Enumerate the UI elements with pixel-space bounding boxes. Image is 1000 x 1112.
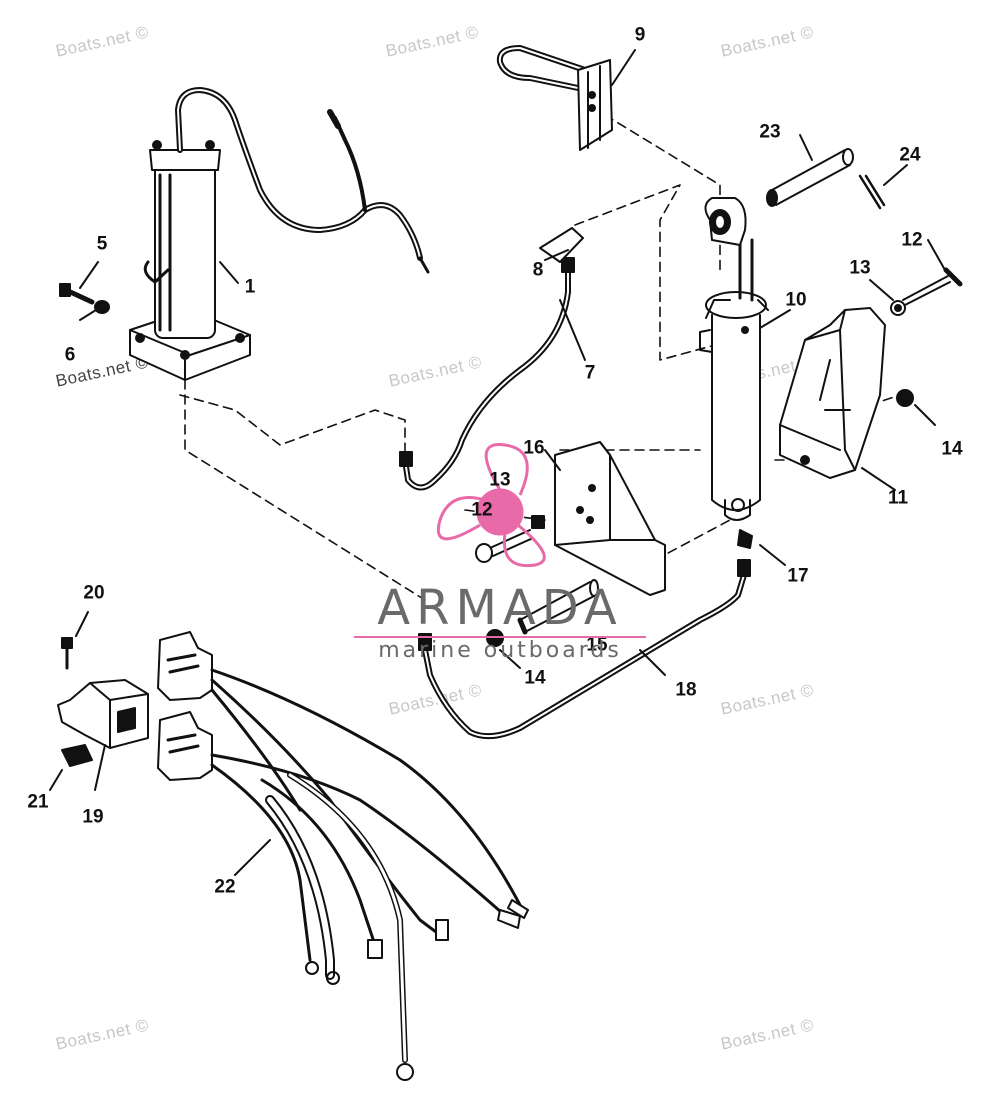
brand-watermark: ARMADA marine outboards xyxy=(350,584,650,662)
brand-tagline: marine outboards xyxy=(378,638,622,663)
label-part-17: 17 xyxy=(787,565,809,587)
label-part-12: 12 xyxy=(471,499,493,521)
label-part-14: 14 xyxy=(524,667,546,689)
brand-name: ARMADA xyxy=(377,580,623,636)
label-part-16: 16 xyxy=(523,437,545,459)
label-part-12: 12 xyxy=(901,229,923,251)
label-part-13: 13 xyxy=(489,469,511,491)
hydraulic-tube-lower xyxy=(418,559,751,740)
relay xyxy=(57,679,149,791)
label-part-23: 23 xyxy=(759,121,781,143)
hydraulic-tube xyxy=(399,227,584,491)
label-part-21: 21 xyxy=(27,791,49,813)
label-part-19: 19 xyxy=(82,806,104,828)
wiring-harness xyxy=(157,631,529,1081)
tube-with-clamp xyxy=(496,45,613,151)
label-part-9: 9 xyxy=(634,24,646,46)
label-part-18: 18 xyxy=(675,679,697,701)
label-part-6: 6 xyxy=(64,344,76,366)
brand-logo-propeller xyxy=(437,443,546,568)
brand-rule xyxy=(354,636,646,638)
label-part-15: 15 xyxy=(586,634,608,656)
trim-cylinder xyxy=(699,197,769,521)
mounting-bracket-center xyxy=(544,441,666,596)
label-part-24: 24 xyxy=(899,144,921,166)
label-part-20: 20 xyxy=(83,582,105,604)
label-part-5: 5 xyxy=(96,233,108,255)
label-part-10: 10 xyxy=(785,289,807,311)
label-part-11: 11 xyxy=(887,487,909,509)
bolt-right xyxy=(869,239,963,316)
mounting-bracket-right xyxy=(779,307,886,479)
pump-motor-assembly xyxy=(129,87,430,381)
label-part-8: 8 xyxy=(532,259,544,281)
bolt-center xyxy=(475,515,545,563)
label-part-13: 13 xyxy=(849,257,871,279)
label-part-22: 22 xyxy=(214,876,236,898)
screw-small xyxy=(61,611,89,670)
label-part-7: 7 xyxy=(584,362,596,384)
anchor-pin xyxy=(517,579,599,635)
pivot-pin xyxy=(766,148,886,210)
label-part-14: 14 xyxy=(941,438,963,460)
bolt-and-washer xyxy=(59,261,110,321)
label-part-1: 1 xyxy=(244,276,256,298)
